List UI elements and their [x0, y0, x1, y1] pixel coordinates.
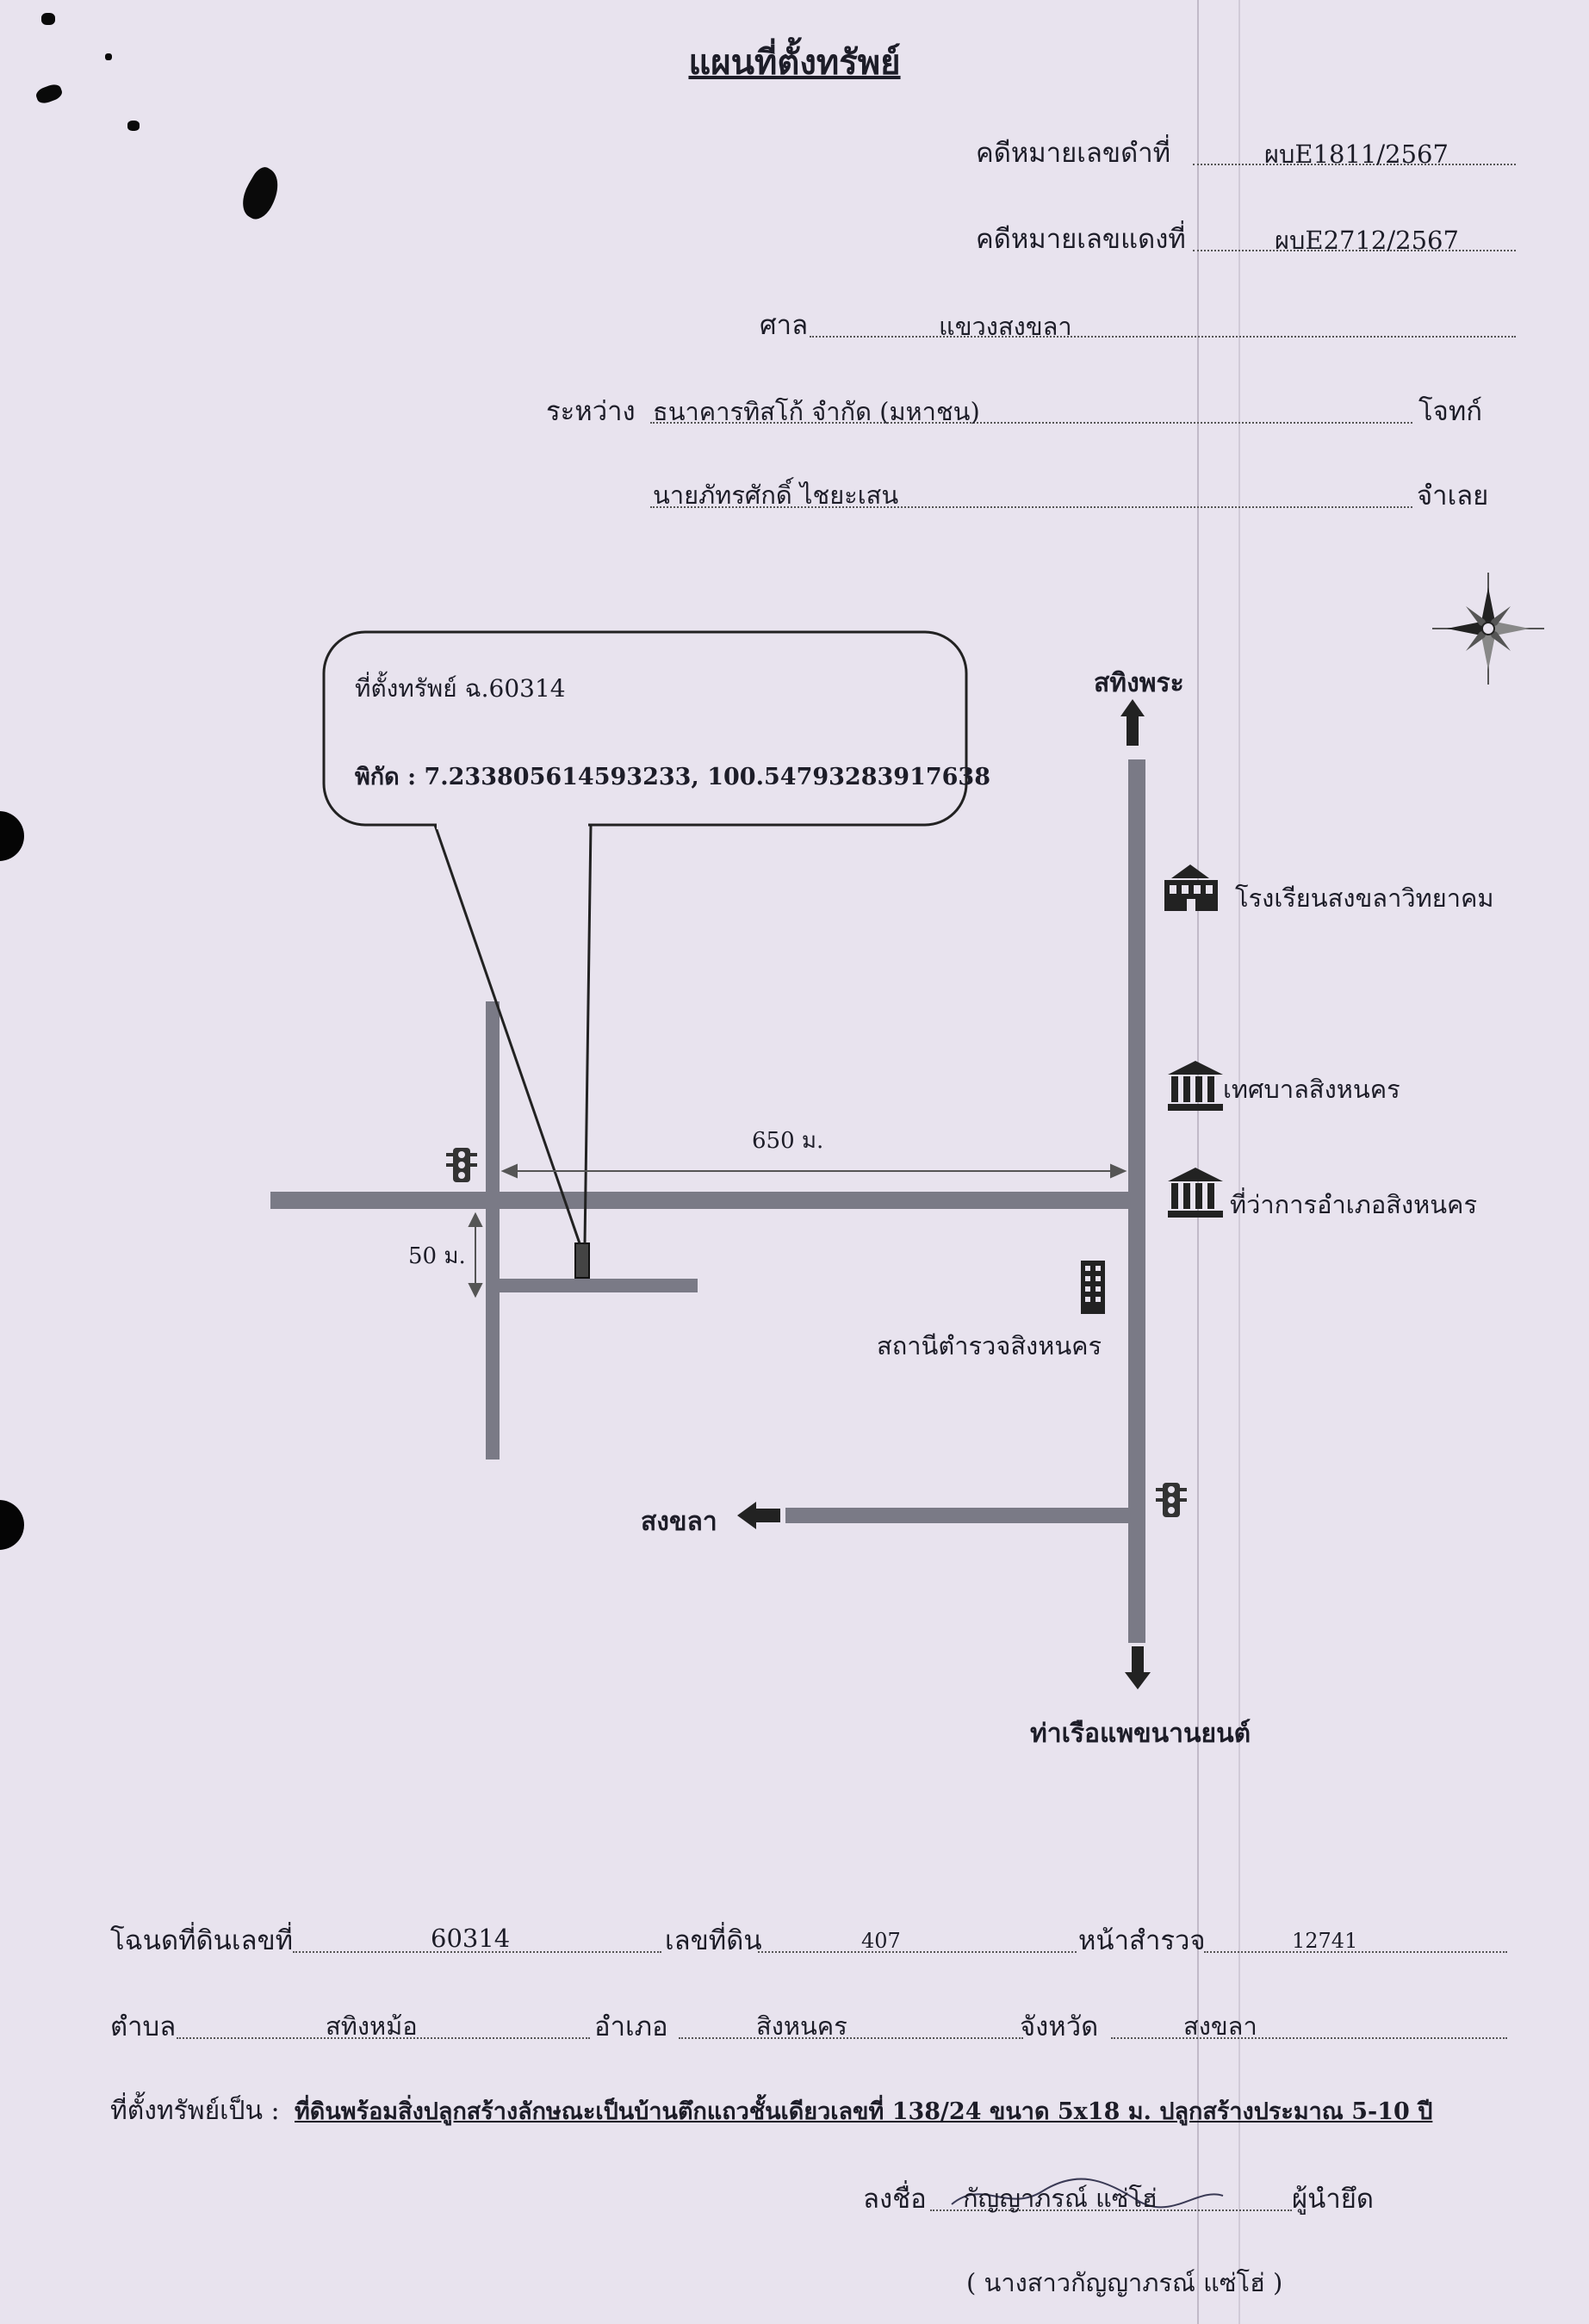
- district-label: อำเภอ: [594, 2011, 668, 2042]
- side-road-vertical: [486, 1001, 500, 1459]
- signer-name: กัญญาภรณ์ แซ่โฮ่: [963, 2184, 1158, 2213]
- plaintiff-name: ธนาคารทิสโก้ จำกัด (มหาชน): [653, 397, 980, 426]
- west-destination: สงขลา: [641, 1507, 717, 1537]
- dotted-line: [810, 336, 1516, 338]
- traffic-light-icon: [1156, 1483, 1187, 1517]
- dotted-line: [650, 506, 1412, 508]
- red-case-number: ผบE2712/2567: [1275, 226, 1459, 255]
- north-destination: สทิงพระ: [1094, 668, 1184, 698]
- dotted-line: [1193, 164, 1516, 165]
- survey-page-label: หน้าสำรวจ: [1078, 1925, 1206, 1956]
- dotted-line: [679, 2037, 1023, 2039]
- between-label: ระหว่าง: [546, 396, 636, 427]
- distance-horizontal: [500, 1163, 1127, 1179]
- fold-line: [1197, 0, 1199, 2324]
- defendant-role: จำเลย: [1417, 480, 1489, 511]
- landmark-municipality: เทศบาลสิงหนคร: [1223, 1075, 1400, 1104]
- south-destination: ท่าเรือแพขนานยนต์: [1030, 1719, 1251, 1749]
- arrow-icon: [1120, 699, 1145, 746]
- traffic-light-icon: [446, 1148, 477, 1182]
- distance-vertical-label: 50 ม.: [408, 1243, 466, 1269]
- district-value: สิงหนคร: [756, 2011, 847, 2041]
- dotted-line: [1204, 1951, 1507, 1953]
- land-number-label: เลขที่ดิน: [665, 1925, 762, 1956]
- province-value: สงขลา: [1183, 2011, 1257, 2041]
- school-icon: [1164, 865, 1218, 911]
- signature-label: ลงชื่อ: [863, 2184, 927, 2215]
- dotted-line: [293, 1951, 661, 1953]
- survey-page-number: 12741: [1292, 1929, 1358, 1953]
- dotted-line: [1111, 2037, 1507, 2039]
- dotted-line: [758, 1951, 1077, 1953]
- property-label: ที่ตั้งทรัพย์เป็น :: [110, 2096, 280, 2126]
- fold-line: [1238, 0, 1240, 2324]
- signer-fullname: ( นางสาวกัญญาภรณ์ แซ่โฮ่ ): [966, 2268, 1283, 2297]
- subdistrict-label: ตำบล: [110, 2011, 177, 2042]
- callout-coordinates: พิกัด : 7.233805614593233, 100.547932839…: [355, 764, 991, 790]
- signature-mark: [951, 2178, 1224, 2209]
- roads: [270, 759, 1145, 1643]
- main-road-horizontal: [270, 1192, 1145, 1209]
- callout-box: [322, 630, 968, 1244]
- landmark-school: โรงเรียนสงขลาวิทยาคม: [1235, 883, 1494, 913]
- signer-role: ผู้นำยึด: [1292, 2184, 1375, 2215]
- page-title: แผนที่ตั้งทรัพย์: [688, 42, 901, 83]
- compass-rose-icon: [1432, 573, 1544, 685]
- dotted-line: [650, 422, 1412, 424]
- court-name: แขวงสงขลา: [939, 312, 1072, 341]
- deed-number: 60314: [431, 1924, 511, 1953]
- plaintiff-role: โจทก์: [1418, 396, 1483, 427]
- landmark-district-office: ที่ว่าการอำเภอสิงหนคร: [1230, 1190, 1478, 1219]
- office-tower-icon: [1081, 1261, 1105, 1314]
- dotted-line: [1193, 250, 1516, 251]
- landmark-police-station: สถานีตำรวจสิงหนคร: [877, 1331, 1102, 1360]
- defendant-name: นายภัทรศักดิ์ ไชยะเสน: [653, 480, 899, 510]
- black-case-label: คดีหมายเลขดำที่: [976, 138, 1171, 169]
- distance-horizontal-label: 650 ม.: [752, 1128, 824, 1154]
- government-building-icon: [1168, 1168, 1223, 1218]
- road-to-songkhla: [785, 1508, 1140, 1523]
- ink-speck: [105, 53, 112, 60]
- subdistrict-value: สทิงหม้อ: [326, 2011, 418, 2041]
- court-label: ศาล: [760, 310, 809, 341]
- province-label: จังหวัด: [1020, 2011, 1099, 2042]
- dotted-line: [930, 2209, 1292, 2211]
- distance-vertical: [468, 1212, 483, 1298]
- property-description: ที่ดินพร้อมสิ่งปลูกสร้างลักษณะเป็นบ้านตึ…: [295, 2098, 1433, 2125]
- side-road-short: [493, 1279, 698, 1292]
- arrow-icon: [1125, 1646, 1151, 1689]
- red-case-label: คดีหมายเลขแดงที่: [976, 224, 1186, 255]
- arrow-icon: [737, 1502, 780, 1529]
- land-number: 407: [861, 1929, 901, 1953]
- ink-speck: [127, 121, 140, 131]
- ink-speck: [41, 13, 55, 25]
- callout-title: ที่ตั้งทรัพย์ ฉ.60314: [355, 674, 566, 703]
- dotted-line: [177, 2037, 590, 2039]
- deed-number-label: โฉนดที่ดินเลขที่: [110, 1925, 294, 1956]
- property-marker: [574, 1243, 590, 1279]
- black-case-number: ผบE1811/2567: [1264, 139, 1449, 169]
- government-building-icon: [1168, 1061, 1223, 1111]
